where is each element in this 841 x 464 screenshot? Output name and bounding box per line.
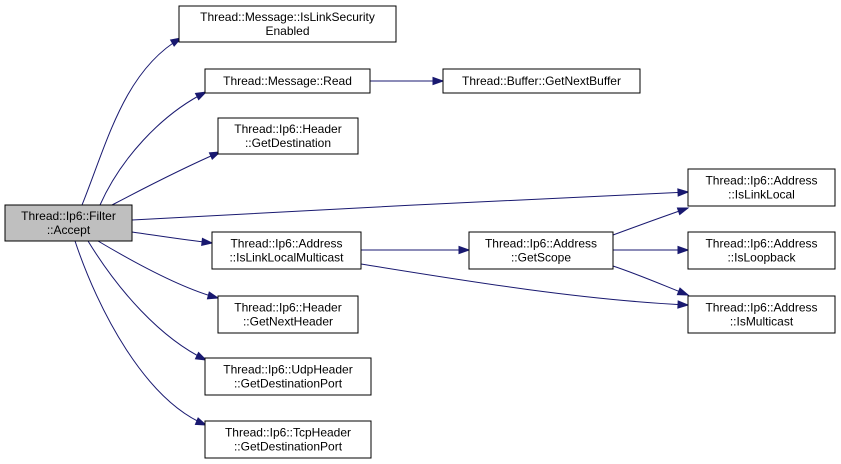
edge-filter_accept-to-addr_is_link_local <box>131 188 690 221</box>
node-label-line: Thread::Ip6::Address <box>705 301 817 315</box>
node-label-line: Thread::Ip6::Header <box>234 301 341 315</box>
node-buf-get-next-buffer[interactable]: Thread::Buffer::GetNextBuffer <box>442 68 641 94</box>
edge-filter_accept-to-msg_is_link_security_enabled <box>81 37 183 206</box>
node-hdr-get-next-header[interactable]: Thread::Ip6::Header::GetNextHeader <box>217 295 359 334</box>
edge-arrowhead <box>432 76 445 86</box>
node-label-line: ::GetNextHeader <box>243 315 333 329</box>
edge-arrowhead <box>201 237 214 247</box>
edge-addr_is_link_local_multicast-to-addr_get_scope <box>361 245 471 255</box>
node-addr-is-loopback[interactable]: Thread::Ip6::Address::IsLoopback <box>687 231 836 270</box>
node-filter-accept[interactable]: Thread::Ip6::Filter::Accept <box>4 204 133 242</box>
node-label-line: ::GetScope <box>511 251 571 265</box>
node-label-line: ::GetDestination <box>245 136 331 150</box>
node-addr-is-link-local-multicast[interactable]: Thread::Ip6::Address::IsLinkLocalMultica… <box>211 231 362 270</box>
node-addr-is-link-local[interactable]: Thread::Ip6::Address::IsLinkLocal <box>687 168 836 207</box>
edge-line <box>111 151 221 206</box>
edge-filter_accept-to-udp_get_destination_port <box>87 240 208 361</box>
edge-arrowhead <box>677 300 690 309</box>
edge-arrowhead <box>194 351 208 361</box>
edge-arrowhead <box>676 207 690 216</box>
node-box <box>217 117 359 155</box>
edges-layer <box>74 37 690 426</box>
edge-arrowhead <box>169 37 183 47</box>
node-box <box>687 295 836 334</box>
edge-line <box>360 263 689 306</box>
edge-line <box>81 37 182 206</box>
node-label-line: ::GetDestinationPort <box>234 440 343 454</box>
edge-line <box>87 240 207 361</box>
edge-arrowhead <box>194 91 208 101</box>
edge-filter_accept-to-hdr_get_next_header <box>97 240 220 300</box>
edge-arrowhead <box>676 287 690 296</box>
edge-line <box>99 91 207 206</box>
edge-line <box>97 240 219 299</box>
edge-addr_get_scope-to-addr_is_link_local <box>612 207 690 236</box>
node-box <box>204 68 371 94</box>
node-box <box>217 295 359 334</box>
node-box <box>4 204 133 242</box>
node-box <box>204 357 372 396</box>
edge-filter_accept-to-hdr_get_destination <box>111 151 222 206</box>
node-label-line: Thread::Ip6::Header <box>234 122 341 136</box>
node-box <box>178 5 397 43</box>
node-box <box>687 168 836 207</box>
node-label-line: ::IsLinkLocalMulticast <box>229 251 344 265</box>
node-label-line: Thread::Ip6::Address <box>705 237 817 251</box>
node-label-line: Thread::Ip6::TcpHeader <box>225 426 351 440</box>
edge-line <box>612 265 689 296</box>
edge-arrowhead <box>458 245 471 255</box>
node-label-line: Thread::Message::Read <box>223 74 352 88</box>
edge-line <box>74 240 207 426</box>
nodes-layer: Thread::Ip6::Filter::Accept Thread::Messa… <box>4 5 836 459</box>
node-label-line: ::IsMulticast <box>730 315 794 329</box>
edge-msg_read-to-buf_get_next_buffer <box>370 76 445 86</box>
node-box <box>442 68 641 94</box>
node-label-line: ::GetDestinationPort <box>234 377 343 391</box>
node-addr-is-multicast[interactable]: Thread::Ip6::Address::IsMulticast <box>687 295 836 334</box>
edge-arrowhead <box>206 291 220 300</box>
edge-line <box>131 231 213 244</box>
edge-filter_accept-to-addr_is_link_local_multicast <box>131 231 214 247</box>
node-box <box>211 231 362 270</box>
node-msg-read[interactable]: Thread::Message::Read <box>204 68 371 94</box>
edge-line <box>612 207 689 236</box>
node-label-line: ::IsLinkLocal <box>728 188 795 202</box>
node-label-line: Thread::Ip6::UdpHeader <box>223 363 352 377</box>
node-addr-get-scope[interactable]: Thread::Ip6::Address::GetScope <box>468 231 614 270</box>
node-hdr-get-destination[interactable]: Thread::Ip6::Header::GetDestination <box>217 117 359 155</box>
node-label-line: Thread::Ip6::Address <box>485 237 597 251</box>
edge-addr_get_scope-to-addr_is_loopback <box>613 245 690 255</box>
edge-addr_is_link_local_multicast-to-addr_is_multicast <box>360 263 690 309</box>
node-label-line: Enabled <box>265 24 309 38</box>
edge-addr_get_scope-to-addr_is_multicast <box>612 265 690 296</box>
node-label-line: Thread::Message::IsLinkSecurity <box>200 10 375 24</box>
edge-arrowhead <box>677 245 690 255</box>
node-box <box>468 231 614 270</box>
node-tcp-get-destination-port[interactable]: Thread::Ip6::TcpHeader::GetDestinationPo… <box>204 420 372 459</box>
node-label-line: Thread::Ip6::Address <box>705 174 817 188</box>
node-label-line: ::Accept <box>47 223 91 237</box>
node-label-line: Thread::Ip6::Address <box>230 237 342 251</box>
edge-arrowhead <box>194 417 208 426</box>
edge-line <box>131 191 689 221</box>
edge-filter_accept-to-tcp_get_destination_port <box>74 240 208 426</box>
node-label-line: Thread::Buffer::GetNextBuffer <box>462 74 621 88</box>
node-label-line: ::IsLoopback <box>727 251 796 265</box>
node-udp-get-destination-port[interactable]: Thread::Ip6::UdpHeader::GetDestinationPo… <box>204 357 372 396</box>
node-label-line: Thread::Ip6::Filter <box>21 209 116 223</box>
edge-arrowhead <box>677 188 690 197</box>
node-box <box>687 231 836 270</box>
edge-arrowhead <box>208 151 222 161</box>
node-box <box>204 420 372 459</box>
edge-filter_accept-to-msg_read <box>99 91 208 206</box>
